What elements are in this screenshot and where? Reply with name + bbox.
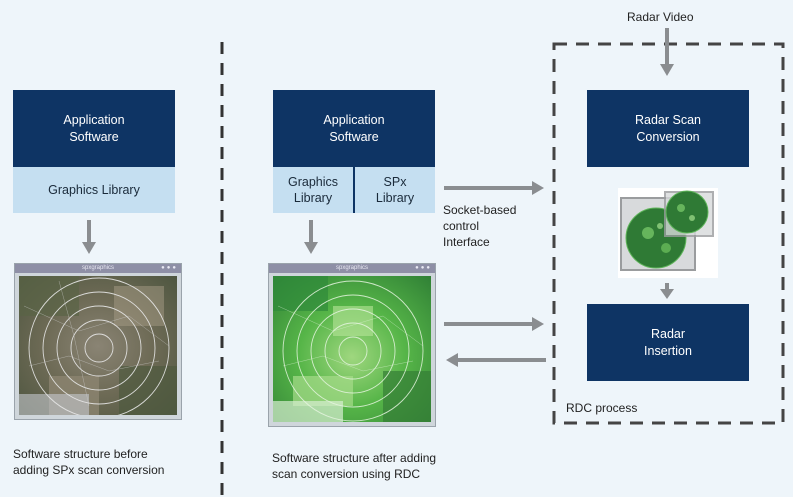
radar-image-thumbnail — [618, 188, 718, 278]
middle-window-title: spxgraphics — [335, 265, 368, 271]
radar-video-arrow — [660, 28, 674, 76]
left-down-arrow — [82, 220, 96, 254]
library-separator — [353, 167, 355, 213]
window-control-icons: ●●● — [161, 265, 178, 271]
rdc-down-arrow — [660, 283, 674, 299]
middle-radar-overlay-map-image — [273, 276, 431, 422]
middle-app-window-screenshot: spxgraphics ●●● — [268, 263, 436, 427]
middle-spx-library-box: SPx Library — [355, 167, 435, 213]
rdc-to-display-arrow — [446, 353, 546, 367]
left-window-titlebar: spxgraphics ●●● — [15, 264, 181, 273]
left-graphics-library-box: Graphics Library — [13, 167, 175, 213]
radar-video-label: Radar Video — [627, 10, 694, 24]
middle-application-software-box: Application Software — [273, 90, 435, 167]
left-app-window-screenshot: spxgraphics ●●● — [14, 263, 182, 420]
section-divider — [220, 42, 224, 497]
radar-insertion-box: Radar Insertion — [587, 304, 749, 381]
rdc-process-label: RDC process — [566, 401, 638, 415]
radar-scan-conversion-box: Radar Scan Conversion — [587, 90, 749, 167]
left-caption: Software structure before adding SPx sca… — [13, 447, 165, 477]
display-to-rdc-arrow — [444, 317, 544, 331]
socket-interface-label: Socket-based control Interface — [443, 203, 517, 249]
left-window-title: spxgraphics — [81, 265, 114, 271]
left-satellite-map-image — [19, 276, 177, 415]
left-application-software-box: Application Software — [13, 90, 175, 167]
middle-graphics-library-box: Graphics Library — [273, 167, 353, 213]
middle-down-arrow — [304, 220, 318, 254]
control-interface-arrow — [444, 181, 544, 195]
middle-window-titlebar: spxgraphics ●●● — [269, 264, 435, 273]
middle-caption: Software structure after adding scan con… — [272, 451, 437, 481]
window-control-icons: ●●● — [415, 265, 432, 271]
